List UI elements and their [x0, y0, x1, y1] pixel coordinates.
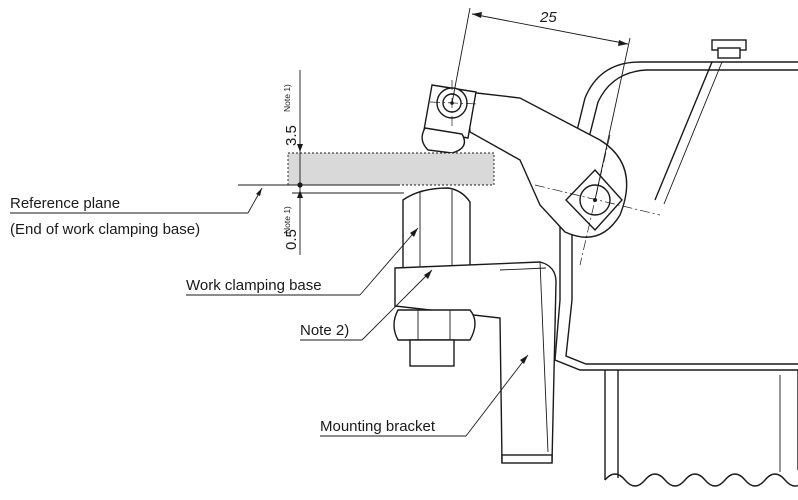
lower-offset-value: 0.5: [283, 229, 300, 250]
cylinder-walls: [604, 370, 798, 480]
reference-plane-label-1: Reference plane: [10, 195, 120, 212]
arm-length-value: 25: [539, 9, 557, 26]
body-outline: [554, 61, 798, 371]
mounting-bracket-part: [394, 261, 557, 464]
arrow-left: [472, 12, 482, 18]
threaded-stud: [409, 339, 455, 367]
mb-arrow: [520, 355, 528, 364]
offset-arrow-down: [297, 190, 303, 198]
work-clamping-base: [402, 187, 471, 271]
body-inner-outline: [565, 69, 798, 365]
ext-line-left: [451, 7, 471, 104]
hex-nut-assembly: [393, 309, 476, 367]
body-slope-line-2: [663, 61, 723, 205]
wcb-leader: [359, 227, 419, 296]
dim-line-25: [471, 13, 629, 45]
reference-plane-callout: Reference plane (End of work clamping ba…: [10, 187, 263, 238]
wcb-arrow: [410, 228, 418, 237]
workpiece: [287, 152, 495, 186]
bracket-inner-edge: [539, 261, 549, 453]
upper-offset-value: 3.5: [283, 125, 300, 146]
body-slope-line: [654, 61, 713, 201]
note2-leader: [361, 269, 433, 341]
pivot-centreline-h: [534, 184, 661, 216]
tip-centreline-h: [429, 101, 479, 105]
upper-offset-note: Note 1): [282, 84, 292, 112]
clamp-arm: [421, 80, 661, 266]
reference-plane-label-2: (End of work clamping base): [10, 221, 200, 238]
bracket-edge: [499, 267, 547, 271]
mb-leader: [465, 354, 529, 437]
bracket-body: [394, 261, 557, 463]
ext-line-right: [594, 37, 631, 201]
hex-nut: [393, 309, 476, 341]
clamp-body: [554, 39, 798, 487]
mounting-bracket-callout: Mounting bracket: [320, 354, 529, 437]
ref-plane-arrow: [256, 188, 262, 196]
arm-length-dimension: 25: [451, 7, 631, 201]
work-clamping-base-callout: Work clamping base: [186, 227, 419, 296]
offset-arrow-up: [297, 144, 303, 152]
mounting-bracket-label: Mounting bracket: [320, 418, 436, 435]
vertical-offset-dimension: 3.5 Note 1) 0.5 Note 1): [238, 70, 404, 255]
note2-label: Note 2): [300, 322, 349, 339]
arrow-right: [618, 40, 628, 46]
pivot-centreline-v: [579, 134, 611, 266]
cylinder-break-line: [604, 473, 798, 487]
top-bolt-shank: [717, 47, 741, 59]
work-clamping-base-label: Work clamping base: [186, 277, 322, 294]
note2-arrow: [424, 270, 432, 279]
note2-callout: Note 2): [300, 269, 433, 341]
lower-offset-note: Note 1): [282, 206, 292, 234]
bracket-foot: [501, 454, 553, 464]
base-post: [402, 187, 471, 271]
